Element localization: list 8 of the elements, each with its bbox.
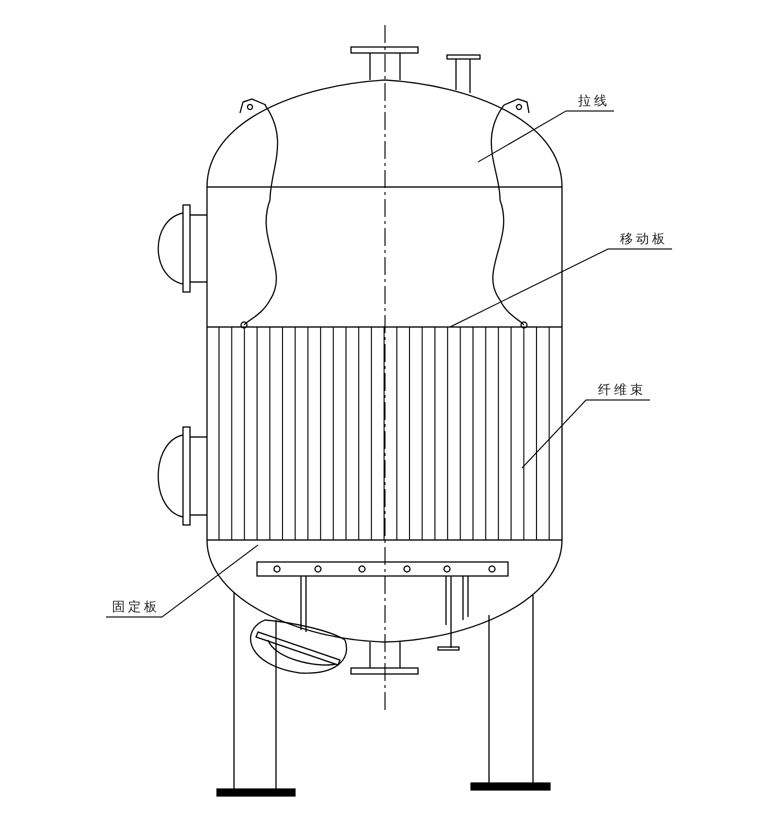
part-label: 纤维束 — [598, 383, 646, 399]
part-label: 移动板 — [620, 232, 668, 248]
leader-line — [522, 400, 650, 468]
part-label: 拉线 — [578, 94, 610, 110]
leader-line — [106, 544, 258, 618]
part-label: 固定板 — [112, 600, 160, 616]
leader-line — [450, 248, 672, 328]
leader-line — [478, 110, 614, 162]
